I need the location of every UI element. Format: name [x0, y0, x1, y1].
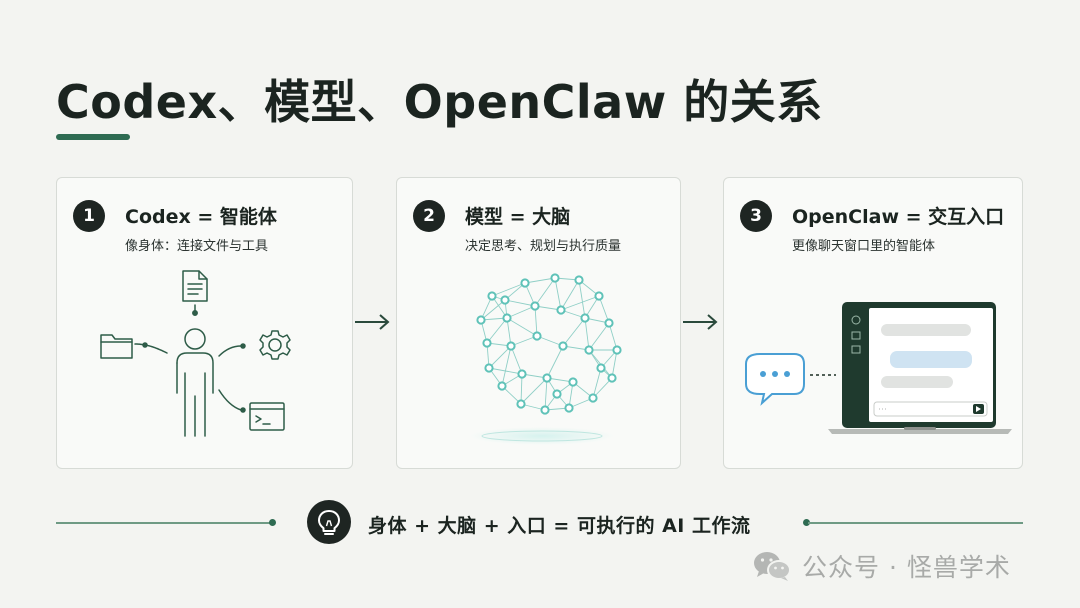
brain-node [487, 291, 497, 301]
brain-node [574, 275, 584, 285]
brain-node [604, 318, 614, 328]
wechat-icon [754, 552, 791, 581]
laptop-icon [828, 302, 1012, 434]
divider-line-right [808, 522, 1023, 524]
brain-node [607, 373, 617, 383]
arrow-right-icon [355, 314, 390, 330]
agent-illustration [100, 270, 291, 437]
gear-icon [259, 330, 291, 360]
brain-node [588, 393, 598, 403]
brain-edge [510, 335, 538, 347]
brain-node [612, 345, 622, 355]
brain-node [556, 305, 566, 315]
brain-edge [611, 349, 618, 379]
brain-edge [506, 317, 538, 337]
brain-node [564, 403, 574, 413]
brain-node [532, 331, 542, 341]
brain-edge [592, 367, 602, 399]
card-title-codex: Codex = 智能体 [125, 206, 277, 228]
brain-edge [501, 345, 512, 387]
brain-edge [598, 295, 610, 324]
watermark: 公众号 · 怪兽学术 [752, 547, 1011, 585]
card-subtitle-model: 决定思考、规划与执行质量 [465, 239, 622, 254]
brain-node [516, 399, 526, 409]
brain-edge [578, 279, 586, 319]
brain-node [542, 373, 552, 383]
terminal-icon [249, 402, 285, 431]
brain-edge [506, 317, 512, 347]
step-badge-3: 3 [740, 200, 772, 232]
brain-edge [486, 317, 508, 344]
divider-line-left [56, 522, 272, 524]
brain-node [584, 345, 594, 355]
brain-edge [491, 282, 526, 297]
brain-node [568, 377, 578, 387]
divider-dot-left [269, 519, 276, 526]
card-model: 2 模型 = 大脑 决定思考、规划与执行质量 [396, 177, 681, 469]
brain-edge [588, 322, 610, 351]
person-icon [176, 328, 214, 437]
divider-dot-right [803, 519, 810, 526]
brain-edge [584, 317, 590, 351]
brain-node [580, 313, 590, 323]
brain-node [482, 338, 492, 348]
card-openclaw: 3 OpenClaw = 交互入口 更像聊天窗口里的智能体 [723, 177, 1023, 469]
brain-edge [534, 305, 538, 337]
title-underline [56, 134, 130, 140]
brain-edge [560, 279, 580, 311]
brain-node [517, 369, 527, 379]
card-title-model: 模型 = 大脑 [465, 206, 571, 228]
brain-edge [608, 322, 618, 351]
brain-edge [488, 367, 523, 375]
brain-node [530, 301, 540, 311]
brain-edge [534, 277, 556, 307]
step-badge-1: 1 [73, 200, 105, 232]
brain-edge [544, 377, 548, 411]
brain-edge [520, 377, 548, 405]
brain-node [594, 291, 604, 301]
brain-edge [562, 317, 586, 347]
summary-text: 身体 + 大脑 + 入口 = 可执行的 AI 工作流 [368, 515, 751, 537]
brain-edge [524, 277, 556, 284]
brain-edge [546, 345, 564, 379]
brain-node [500, 295, 510, 305]
brain-edge [560, 295, 600, 311]
brain-edge [554, 277, 562, 311]
brain-node [476, 315, 486, 325]
brain-node [596, 363, 606, 373]
card-codex: 1 Codex = 智能体 像身体：连接文件与工具 [56, 177, 353, 469]
brain-edge [480, 299, 506, 321]
brain-node [484, 363, 494, 373]
card-title-openclaw: OpenClaw = 交互入口 [792, 206, 1005, 228]
lightbulb-badge [307, 500, 351, 544]
brain-node [506, 341, 516, 351]
page-title: Codex、模型、OpenClaw 的关系 [56, 75, 823, 129]
folder-icon [100, 334, 133, 359]
brain-node [540, 405, 550, 415]
watermark-text: 公众号 · 怪兽学术 [802, 553, 1011, 582]
brain-node [502, 313, 512, 323]
lightbulb-icon [318, 510, 340, 535]
brain-node [550, 273, 560, 283]
brain-network-icon [470, 273, 622, 445]
brain-edge [536, 335, 564, 347]
brain-edge [504, 299, 536, 307]
brain-node [497, 381, 507, 391]
card-subtitle-openclaw: 更像聊天窗口里的智能体 [792, 239, 936, 254]
brain-edge [520, 373, 523, 405]
brain-edge [510, 345, 523, 375]
step-badge-2: 2 [413, 200, 445, 232]
brain-node [552, 389, 562, 399]
brain-edge [506, 305, 536, 319]
document-icon [182, 270, 208, 302]
card-subtitle-codex: 像身体：连接文件与工具 [125, 239, 269, 254]
chat-bubble-icon [745, 353, 805, 406]
brain-node [520, 278, 530, 288]
arrow-right-icon [683, 314, 718, 330]
brain-edge [488, 345, 512, 369]
brain-node [558, 341, 568, 351]
